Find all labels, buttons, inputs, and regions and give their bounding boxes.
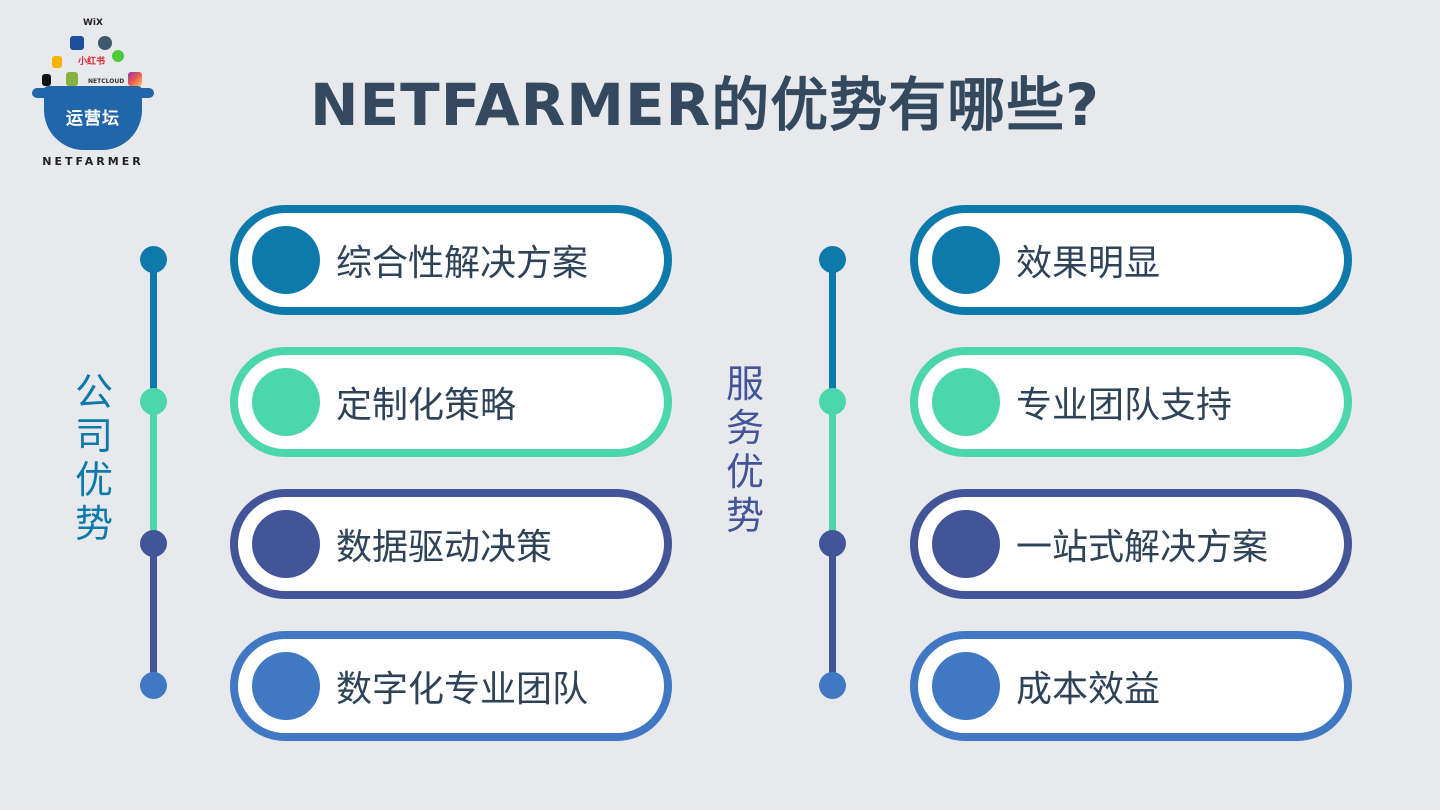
company-advantages-label: 公 司 优 势 (74, 370, 113, 546)
bullet-circle (932, 652, 1000, 720)
bullet-circle (252, 368, 320, 436)
company-timeline (138, 246, 168, 700)
facebook-icon (70, 36, 84, 50)
service-item-team-support: 专业团队支持 (910, 347, 1352, 457)
tiktok-icon (42, 74, 51, 86)
service-item-one-stop: 一站式解决方案 (910, 489, 1352, 599)
wechat-icon (112, 50, 124, 62)
service-advantages-label: 服 务 优 势 (725, 362, 764, 538)
wix-icon: WiX (83, 18, 103, 28)
pot-icon: 运营坛 (32, 86, 154, 152)
netcloud-icon: NETCLOUD (88, 78, 125, 85)
brand-name: NETFARMER (42, 155, 144, 168)
pot-label: 运营坛 (66, 109, 120, 129)
bullet-circle (932, 226, 1000, 294)
timeline-dot (140, 672, 167, 699)
service-timeline (817, 246, 847, 700)
bullet-circle (932, 368, 1000, 436)
timeline-dot (819, 530, 846, 557)
bullet-circle (252, 652, 320, 720)
netfarmer-logo: WiX 小红书 NETCLOUD 运营坛 NETFARMER (28, 18, 158, 170)
instagram-icon (128, 72, 142, 86)
timeline-dot (819, 388, 846, 415)
timeline-dot (140, 246, 167, 273)
timeline-dot (140, 388, 167, 415)
shopify-icon (66, 72, 78, 86)
bullet-circle (252, 226, 320, 294)
timeline-dot (819, 672, 846, 699)
bullet-circle (252, 510, 320, 578)
company-item-customized-strategy: 定制化策略 (230, 347, 672, 457)
timeline-dot (140, 530, 167, 557)
page-title: NETFARMER的优势有哪些? (310, 71, 1100, 139)
company-item-data-driven: 数据驱动决策 (230, 489, 672, 599)
google-ads-icon (52, 56, 62, 68)
company-item-digital-team: 数字化专业团队 (230, 631, 672, 741)
wordpress-icon (98, 36, 112, 50)
timeline-dot (819, 246, 846, 273)
xiaohongshu-icon: 小红书 (78, 57, 106, 67)
service-item-effective: 效果明显 (910, 205, 1352, 315)
bullet-circle (932, 510, 1000, 578)
service-item-cost-effective: 成本效益 (910, 631, 1352, 741)
company-item-comprehensive-solution: 综合性解决方案 (230, 205, 672, 315)
